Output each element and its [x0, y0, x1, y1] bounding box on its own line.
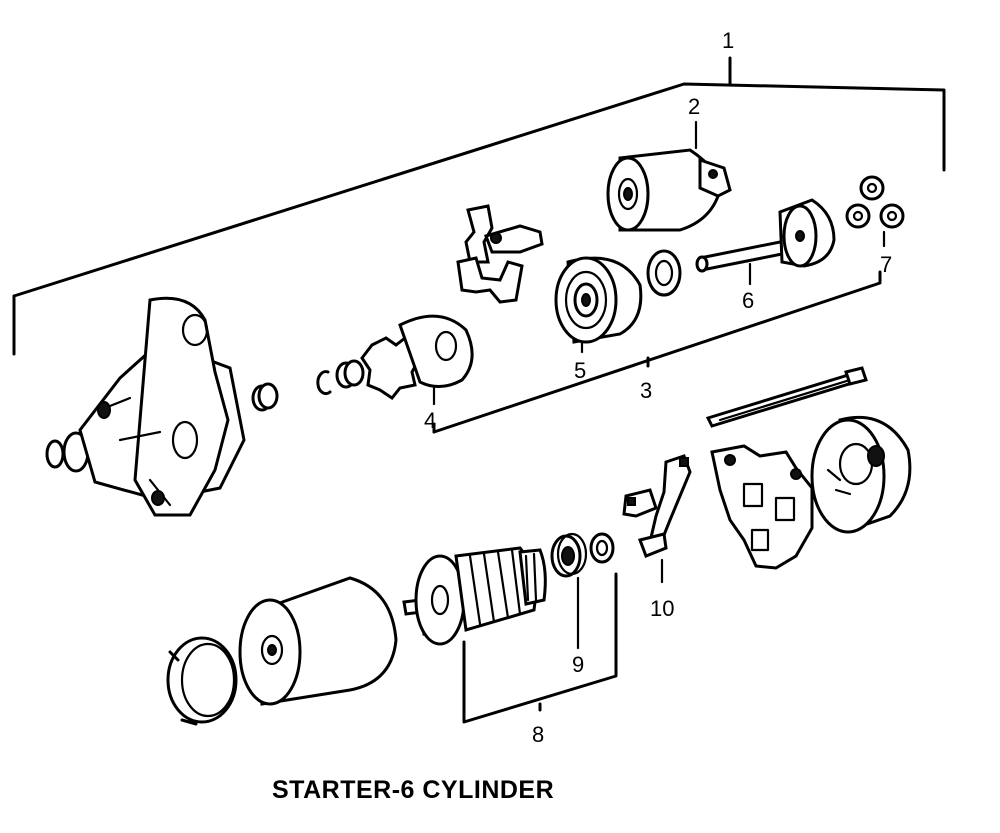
- callout-3: 3: [640, 378, 652, 403]
- callout-2: 2: [688, 94, 700, 119]
- diagram-caption: STARTER-6 CYLINDER: [272, 776, 555, 804]
- drive-end-housing: [45, 296, 246, 517]
- end-cover: [810, 415, 912, 534]
- brush-set: [622, 454, 692, 558]
- callout-10: 10: [650, 596, 674, 621]
- thrust-washer: [589, 532, 615, 564]
- bracket-1: [12, 56, 946, 356]
- stop-collar: [335, 359, 365, 389]
- callout-5: 5: [574, 358, 586, 383]
- callout-7: 7: [880, 252, 892, 277]
- solenoid-switch: [606, 148, 732, 232]
- bracket-3: [432, 270, 882, 434]
- armature: [402, 546, 547, 646]
- retaining-ring: [166, 636, 238, 726]
- snap-ring: [316, 370, 332, 396]
- callout-6: 6: [742, 288, 754, 313]
- callout-4: 4: [424, 408, 436, 433]
- callout-9: 9: [572, 652, 584, 677]
- through-bolt: [705, 366, 868, 428]
- bearing: [550, 532, 588, 578]
- callout-8: 8: [532, 722, 544, 747]
- callout-1: 1: [722, 28, 734, 53]
- clutch-housing: [554, 256, 643, 344]
- leader-lines-upper: [432, 120, 886, 406]
- planetary-gears: [845, 175, 905, 229]
- callout-labels: 1 2 3 4 5 6 7 8 9 10: [424, 28, 892, 747]
- planetary-shaft: [695, 198, 836, 273]
- brush-holder: [710, 444, 814, 570]
- pinion-gear: [360, 314, 474, 401]
- washer: [646, 249, 682, 297]
- field-frame: [238, 576, 398, 706]
- bracket-8: [462, 572, 618, 724]
- bushing: [251, 382, 279, 412]
- shift-lever: [456, 204, 544, 304]
